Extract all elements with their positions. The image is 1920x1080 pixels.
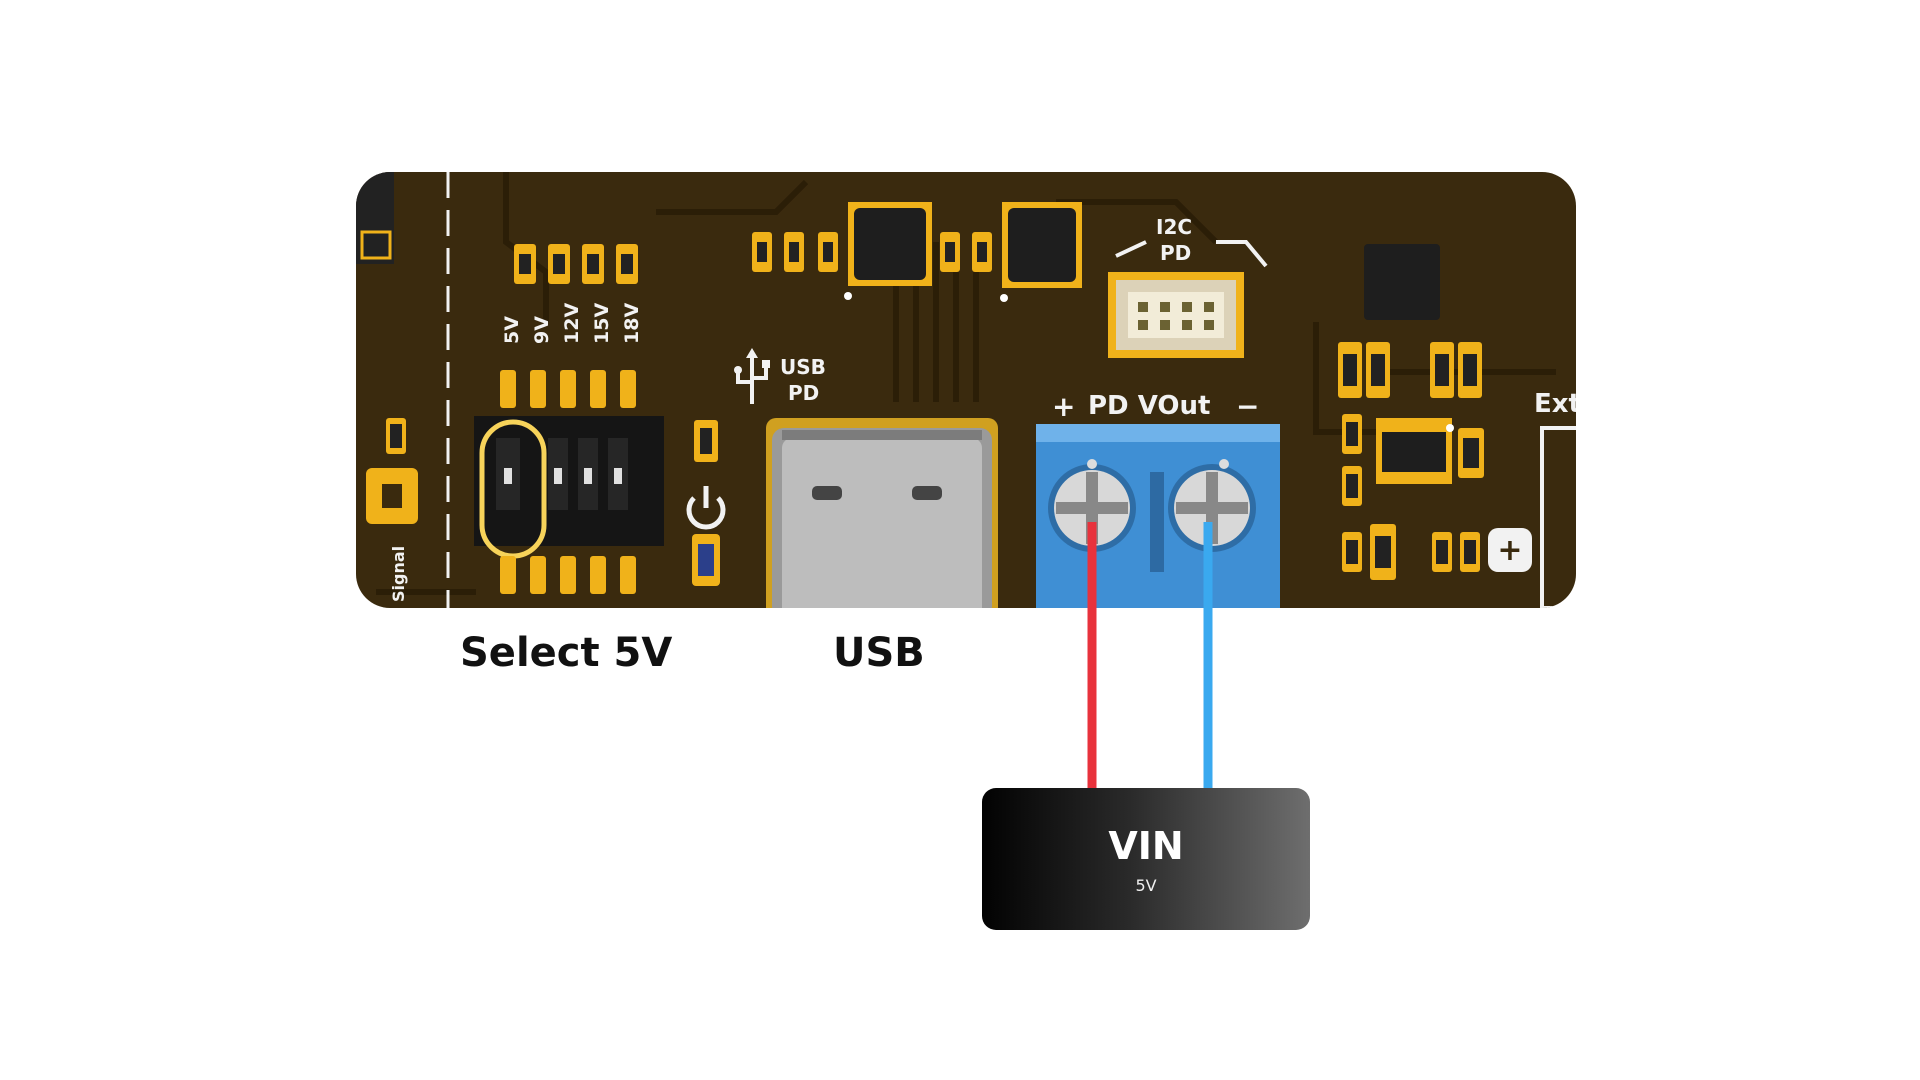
i2c-connector[interactable] bbox=[1108, 272, 1244, 358]
screw-terminal[interactable] bbox=[1036, 424, 1280, 608]
dip-pins-top bbox=[500, 370, 636, 408]
pcb-board: Signal 5V 9V 12V 15V 18V bbox=[356, 172, 1576, 608]
vin-label: VIN bbox=[1108, 824, 1184, 868]
dip-pins-bottom bbox=[500, 556, 636, 594]
select-5v-caption: Select 5V bbox=[460, 630, 673, 676]
usb-silk-bottom: PD bbox=[788, 381, 819, 405]
dip-label-5v: 5V bbox=[501, 316, 523, 344]
resistor-row-right bbox=[1338, 342, 1484, 580]
dip-label-9v: 9V bbox=[531, 316, 553, 344]
terminal-label: PD VOut bbox=[1088, 391, 1210, 421]
terminal-plus-label: + bbox=[1052, 390, 1075, 423]
dip-switch-levers bbox=[496, 438, 628, 510]
plus-badge bbox=[1488, 528, 1532, 572]
power-icon bbox=[686, 486, 726, 530]
vin-voltage: 5V bbox=[1135, 876, 1157, 895]
ic-chip-4 bbox=[1376, 418, 1454, 484]
ic-chip-3 bbox=[1364, 244, 1440, 320]
ic-chip-2 bbox=[1000, 202, 1082, 302]
resistor-row-middle bbox=[752, 232, 992, 272]
dip-label-12v: 12V bbox=[561, 303, 583, 344]
signal-label: Signal bbox=[389, 546, 408, 602]
i2c-silk-bottom: PD bbox=[1160, 241, 1191, 265]
usb-icon bbox=[734, 348, 770, 404]
pcb-board-svg: Signal 5V 9V 12V 15V 18V bbox=[356, 172, 1576, 608]
ic-chip-1 bbox=[844, 202, 932, 300]
usb-caption: USB bbox=[833, 630, 925, 676]
dip-labels: 5V 9V 12V 15V 18V bbox=[501, 303, 643, 344]
terminal-minus-label: − bbox=[1236, 390, 1259, 423]
plus-badge-symbol: + bbox=[1497, 533, 1522, 568]
i2c-silk-top: I2C bbox=[1156, 215, 1192, 239]
dip-label-18v: 18V bbox=[621, 303, 643, 344]
usb-silk-top: USB bbox=[780, 355, 826, 379]
vin-power-source: VIN 5V bbox=[982, 788, 1310, 930]
resistor-row-top bbox=[514, 244, 638, 284]
dip-label-15v: 15V bbox=[591, 303, 613, 344]
usb-c-connector[interactable] bbox=[766, 418, 998, 608]
ext-label: Ext bbox=[1534, 389, 1576, 419]
